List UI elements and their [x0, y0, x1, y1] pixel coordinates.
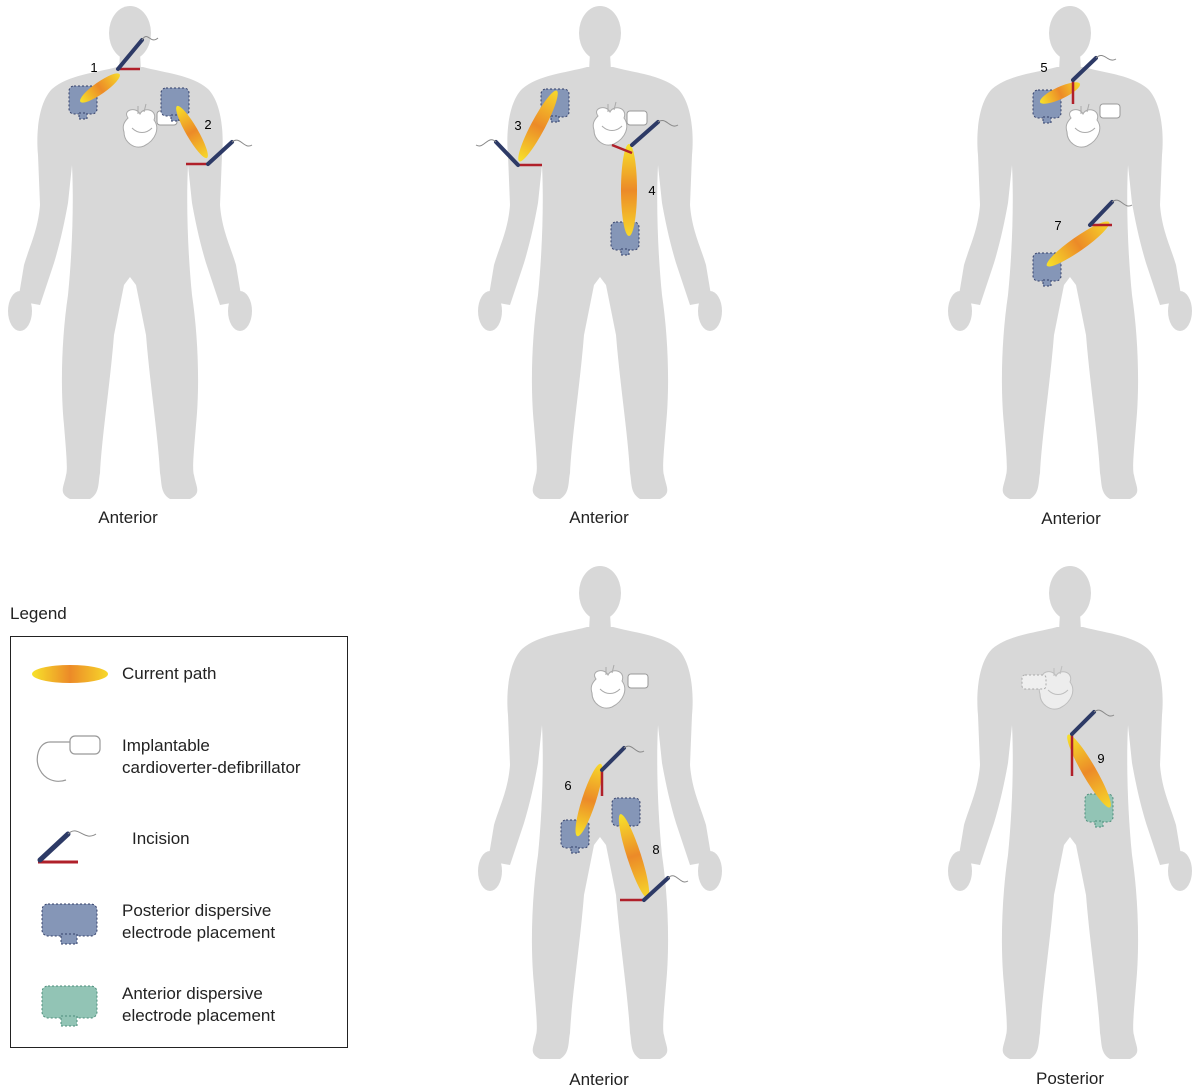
figure-3: 5 7: [948, 6, 1192, 499]
probe-icon: [37, 831, 71, 863]
figure-5: 9: [948, 566, 1192, 1059]
legend-icons: [32, 665, 108, 1027]
view-label: Posterior: [1035, 1069, 1105, 1088]
figure-1: 1 2: [8, 6, 253, 499]
figure-4: 6 8: [478, 566, 722, 1059]
view-label: Anterior: [98, 508, 158, 527]
icd-icon: [69, 735, 101, 755]
view-label: Anterior: [569, 1070, 629, 1089]
current-path-icon: [1067, 734, 1111, 808]
current-path-icon: [176, 105, 208, 159]
legend-item-anterior-electrode: Anterior dispersive electrode placement: [122, 983, 275, 1027]
marker-label: 2: [204, 117, 211, 132]
marker-label: 1: [90, 60, 97, 75]
body-silhouette: [8, 6, 252, 499]
legend-label: Incision: [132, 829, 190, 848]
marker-label: 4: [648, 183, 655, 198]
icd-icon: [627, 673, 649, 689]
probe-icon: [630, 120, 660, 147]
legend-title: Legend: [10, 604, 67, 623]
current-path-icon: [618, 814, 650, 898]
marker-label: 8: [652, 842, 659, 857]
icd-icon: [626, 110, 648, 126]
probe-icon: [116, 38, 144, 71]
legend-box: [10, 636, 348, 1048]
legend-label: Posterior dispersive: [122, 901, 272, 920]
legend-label: Anterior dispersive: [122, 984, 263, 1003]
figure-2: 3 4: [475, 6, 722, 499]
body-silhouette: [478, 6, 722, 499]
probe-icon: [600, 746, 626, 772]
current-path-icon: [1039, 82, 1081, 104]
probe-icon: [1088, 200, 1114, 227]
incision-icon: [611, 143, 633, 155]
posterior-electrode-icon: [41, 903, 98, 937]
probe-icon: [642, 876, 670, 902]
legend-label: electrode placement: [122, 1006, 276, 1025]
view-label: Anterior: [1041, 509, 1101, 528]
probe-icon: [206, 140, 234, 166]
probe-icon: [1070, 710, 1096, 736]
view-label: Anterior: [569, 508, 629, 527]
current-path-icon: [32, 665, 108, 683]
anterior-electrode-icon: [41, 985, 98, 1019]
current-path-icon: [518, 90, 558, 162]
current-path-icon: [1046, 221, 1110, 267]
probe-icon: [494, 140, 520, 167]
legend-label: cardioverter-defibrillator: [122, 758, 301, 777]
body-silhouette: [948, 566, 1192, 1059]
current-path-icon: [575, 763, 603, 837]
marker-label: 6: [564, 778, 571, 793]
body-silhouette: [478, 566, 722, 1059]
marker-label: 9: [1097, 751, 1104, 766]
marker-label: 3: [514, 118, 521, 133]
current-path-icon: [621, 144, 637, 236]
icd-icon: [1099, 103, 1121, 119]
marker-label: 5: [1040, 60, 1047, 75]
legend-item-icd: Implantable cardioverter-defibrillator: [122, 735, 301, 779]
probe-icon: [1071, 56, 1098, 82]
legend-item-incision: Incision: [132, 828, 190, 850]
legend-item-current-path: Current path: [122, 663, 217, 685]
marker-label: 7: [1054, 218, 1061, 233]
current-path-icon: [80, 73, 120, 103]
icd-lead-icon: [36, 741, 72, 782]
legend-label: Implantable: [122, 736, 210, 755]
legend-item-posterior-electrode: Posterior dispersive electrode placement: [122, 900, 275, 944]
legend-label: electrode placement: [122, 923, 276, 942]
icd-icon: [1021, 674, 1047, 690]
legend-label: Current path: [122, 664, 217, 683]
